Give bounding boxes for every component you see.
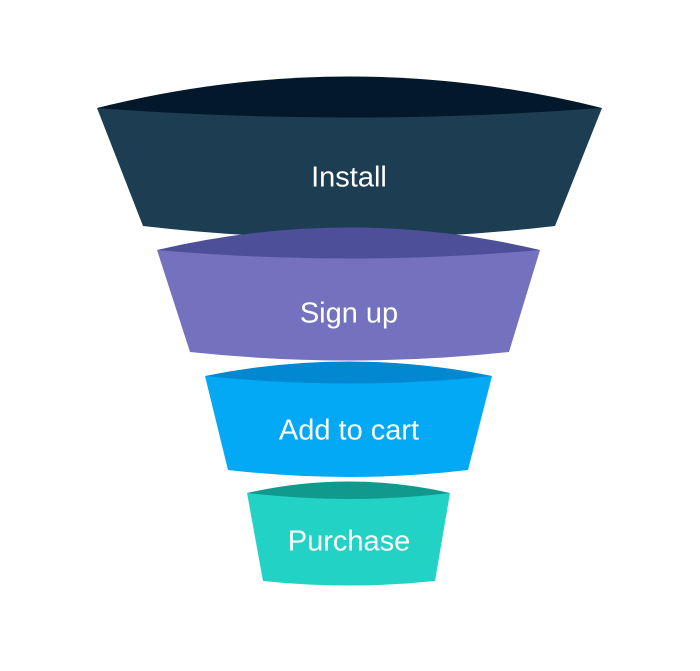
stage-install-label: Install: [311, 162, 387, 194]
funnel-stage-add-to-cart: Add to cart: [205, 361, 492, 477]
funnel-stage-purchase: Purchase: [247, 481, 450, 586]
stage-add-to-cart-top-rim: [205, 361, 492, 384]
stage-add-to-cart-label: Add to cart: [279, 415, 419, 447]
stage-sign-up-top-rim: [157, 227, 540, 259]
stage-purchase-top-rim: [247, 481, 450, 499]
stage-sign-up-label: Sign up: [300, 298, 398, 330]
stage-purchase-body: [247, 493, 450, 586]
stage-install-top-rim: [97, 76, 602, 118]
stage-add-to-cart-body: [205, 376, 492, 477]
stage-install-body: [97, 108, 602, 238]
funnel-stage-install: Install: [97, 76, 602, 238]
stage-sign-up-body: [157, 250, 540, 361]
stage-purchase-label: Purchase: [288, 526, 411, 558]
funnel-stage-sign-up: Sign up: [157, 227, 540, 361]
